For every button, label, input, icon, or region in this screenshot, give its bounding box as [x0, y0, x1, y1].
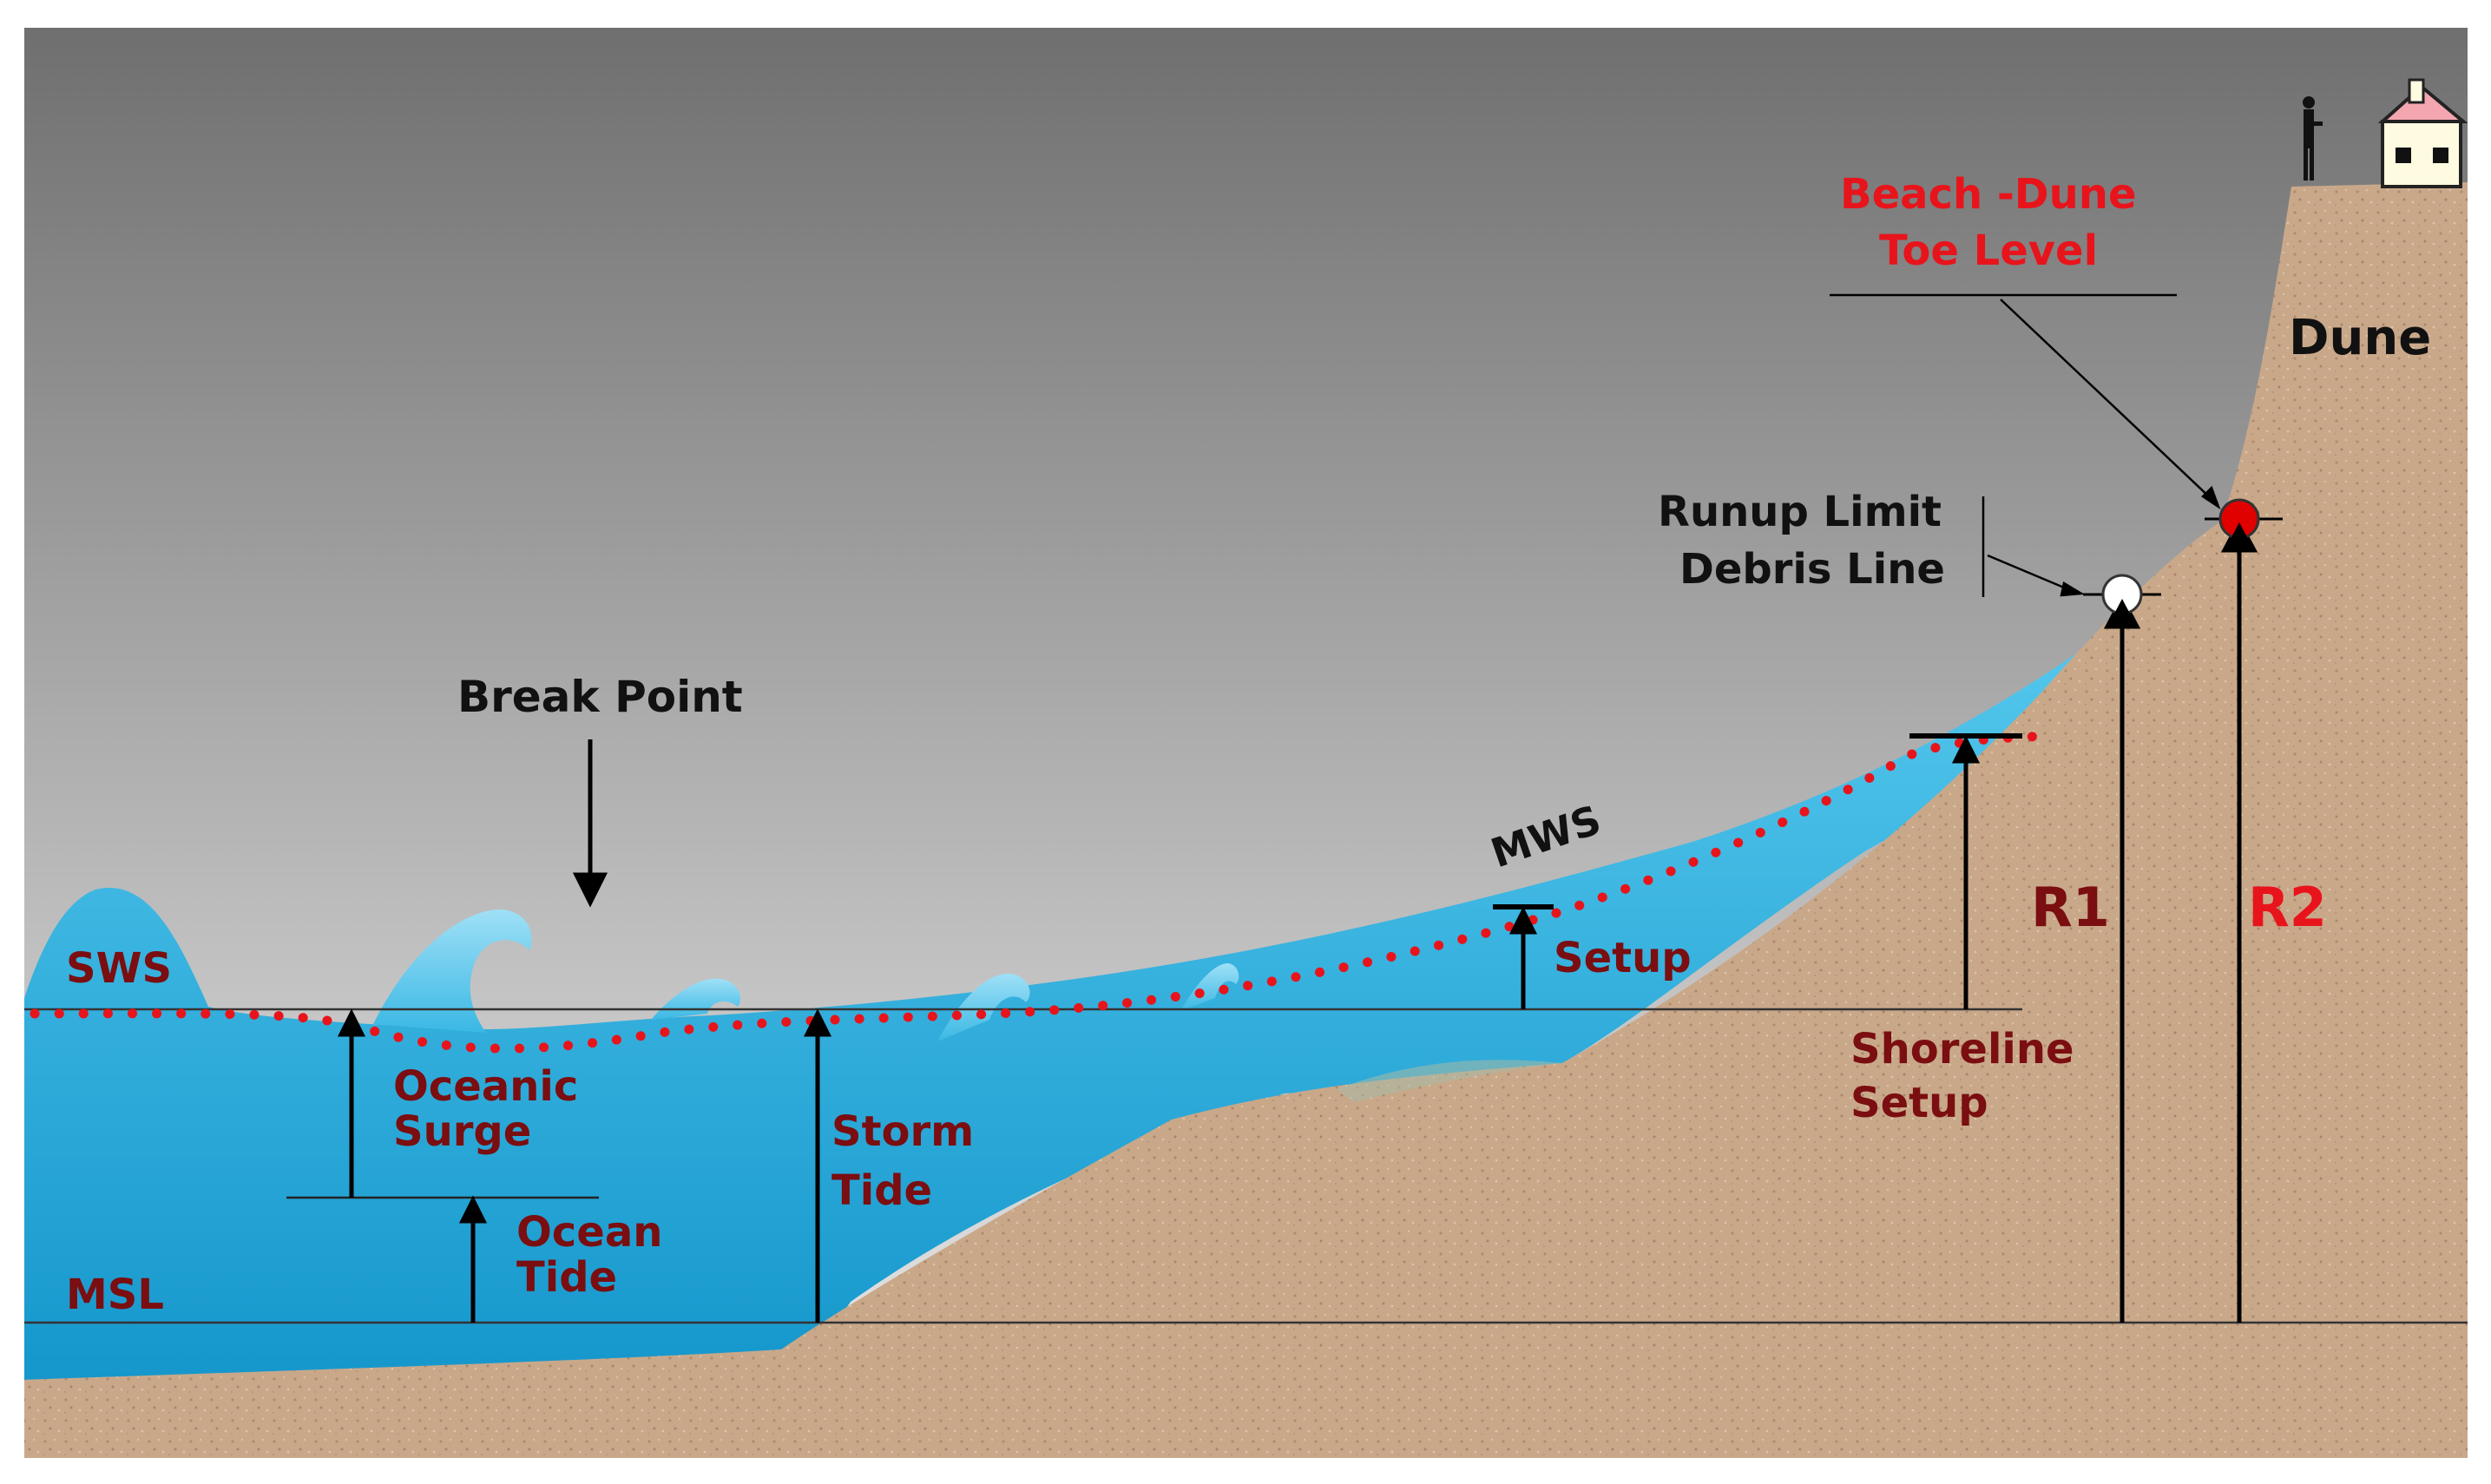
debris-line-label: Debris Line — [1679, 545, 1945, 594]
oceanic-surge-arrow — [337, 1008, 366, 1198]
storm-tide-arrow — [803, 1008, 832, 1323]
mean-water-surface-dotted — [30, 731, 2054, 1054]
runup-limit-label: Runup Limit — [1658, 488, 1942, 536]
house-icon — [2377, 78, 2468, 188]
runup-pointer — [1982, 496, 2085, 597]
msl-label: MSL — [66, 1271, 164, 1319]
white-marker-arrowhead — [2107, 599, 2137, 627]
water-body — [24, 604, 2170, 1380]
shoreline-setup-label-2: Setup — [1850, 1079, 1988, 1127]
sws-label: SWS — [66, 944, 172, 993]
setup-arrow — [1493, 904, 1554, 1009]
storm-tide-label-1: Storm — [831, 1107, 974, 1156]
wave-large — [373, 909, 532, 1033]
beach-dune-label-2: Toe Level — [1879, 227, 2098, 275]
setup-label: Setup — [1554, 934, 1692, 982]
beach-dune-label-1: Beach -Dune — [1840, 170, 2137, 219]
wave-small — [937, 973, 1030, 1041]
ocean-tide-arrow — [458, 1195, 488, 1323]
nearshore-bar — [1337, 1060, 1562, 1102]
person-icon — [2303, 96, 2323, 181]
r2-label: R2 — [2248, 876, 2327, 939]
shoreline-setup-label-1: Shoreline — [1850, 1025, 2074, 1074]
break-point-label: Break Point — [457, 672, 743, 722]
wave-tiny — [1180, 963, 1239, 1011]
shoreline-setup-arrow — [1909, 733, 2022, 1009]
dune-label: Dune — [2289, 310, 2431, 366]
toe-pointer — [1830, 293, 2221, 510]
break-point-arrow — [572, 739, 608, 908]
sand-profile — [24, 182, 2468, 1458]
oceanic-surge-label-1: Oceanic — [393, 1062, 578, 1111]
storm-tide-label-2: Tide — [831, 1166, 932, 1215]
red-marker-arrowhead — [2225, 522, 2254, 550]
r1-label: R1 — [2031, 876, 2110, 939]
ocean-tide-label-2: Tide — [516, 1253, 617, 1302]
oceanic-surge-label-2: Surge — [393, 1107, 531, 1156]
ocean-tide-label-1: Ocean — [516, 1208, 662, 1257]
